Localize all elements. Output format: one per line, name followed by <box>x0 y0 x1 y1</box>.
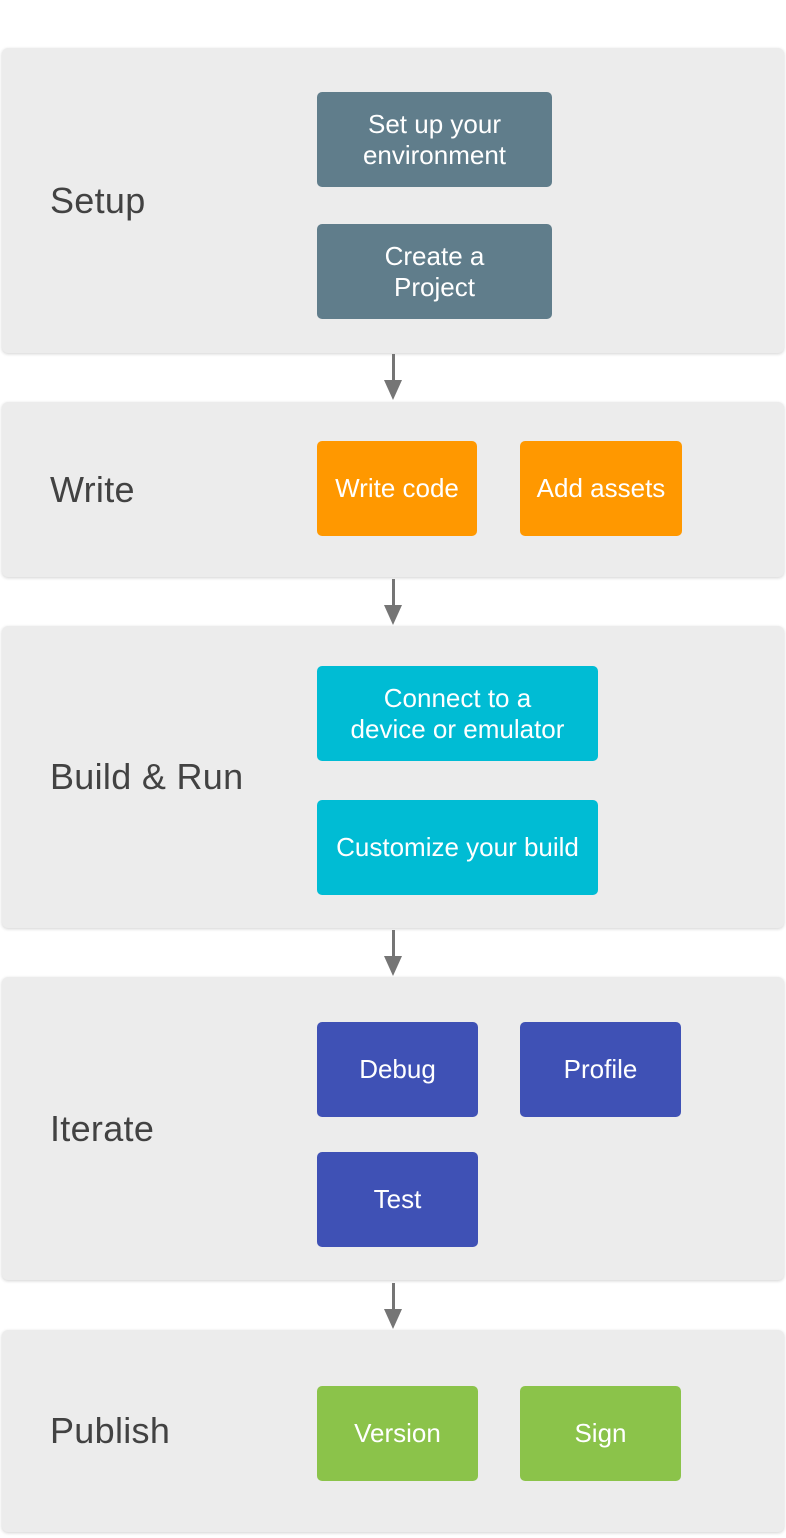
stage-iterate: Iterate Debug Profile Test <box>2 977 784 1280</box>
arrow-shaft <box>391 1283 395 1309</box>
profile-button[interactable]: Profile <box>520 1022 681 1117</box>
stage-build-run: Build & Run Connect to a device or emula… <box>2 626 784 928</box>
add-assets-button[interactable]: Add assets <box>520 441 682 536</box>
flow-arrow-build-to-iterate <box>384 930 402 976</box>
setup-environment-button[interactable]: Set up your environment <box>317 92 552 187</box>
test-button[interactable]: Test <box>317 1152 478 1247</box>
arrow-shaft <box>391 930 395 956</box>
stage-title-setup: Setup <box>50 179 146 221</box>
arrow-shaft <box>391 579 395 605</box>
write-code-button[interactable]: Write code <box>317 441 477 536</box>
stage-write: Write Write code Add assets <box>2 402 784 577</box>
flow-arrow-write-to-build <box>384 579 402 625</box>
flow-arrow-setup-to-write <box>384 354 402 400</box>
customize-build-button[interactable]: Customize your build <box>317 800 598 895</box>
stage-setup: Setup Set up your environment Create a P… <box>2 48 784 353</box>
debug-button[interactable]: Debug <box>317 1022 478 1117</box>
stage-title-iterate: Iterate <box>50 1107 155 1149</box>
arrow-head-icon <box>384 380 402 400</box>
connect-device-button[interactable]: Connect to a device or emulator <box>317 666 598 761</box>
version-button[interactable]: Version <box>317 1386 478 1481</box>
sign-button[interactable]: Sign <box>520 1386 681 1481</box>
flow-arrow-iterate-to-publish <box>384 1283 402 1329</box>
arrow-head-icon <box>384 605 402 625</box>
stage-title-publish: Publish <box>50 1410 171 1451</box>
stage-title-build-run: Build & Run <box>50 756 244 797</box>
create-project-button[interactable]: Create a Project <box>317 224 552 319</box>
arrow-shaft <box>391 354 395 380</box>
arrow-head-icon <box>384 1309 402 1329</box>
arrow-head-icon <box>384 956 402 976</box>
stage-publish: Publish Version Sign <box>2 1330 784 1532</box>
stage-title-write: Write <box>50 468 135 510</box>
